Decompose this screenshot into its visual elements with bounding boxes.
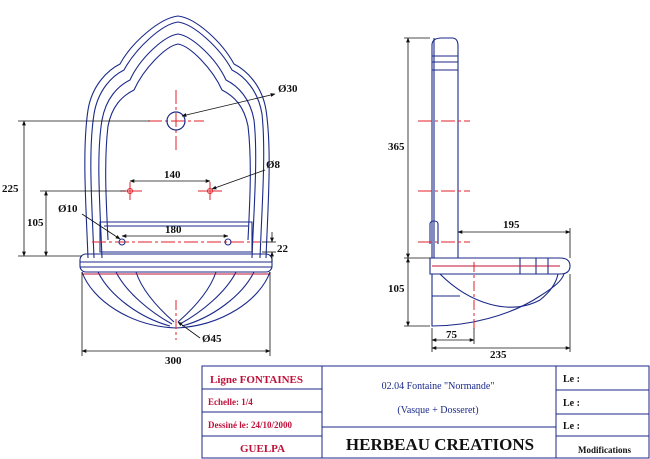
side-view	[429, 37, 571, 327]
label-o45: Ø45	[202, 333, 222, 345]
overflow-hole-right	[224, 238, 232, 246]
dim-195: 195	[503, 219, 520, 231]
splashback-outer-outline	[84, 15, 270, 259]
dim-235: 235	[490, 349, 507, 361]
tb-le-3: Le :	[563, 421, 580, 432]
tb-modifications: Modifications	[578, 445, 631, 455]
tb-line: Ligne FONTAINES	[210, 374, 303, 386]
dim-365: 365	[388, 141, 405, 153]
basin-flute-4	[179, 271, 237, 325]
basin-top-band	[79, 253, 273, 273]
label-o8: Ø8	[266, 159, 281, 171]
tb-drawn: Dessiné le: 24/10/2000	[208, 420, 292, 430]
side-dimensions	[404, 37, 571, 352]
splashback-outline-3	[98, 33, 257, 259]
basin-flute-2	[115, 271, 173, 325]
overflow-tab	[429, 220, 439, 244]
fixing-hole-left	[127, 188, 133, 194]
dim-22: 22	[277, 243, 289, 255]
side-basin-top	[429, 257, 571, 275]
dim-105-side: 105	[388, 283, 405, 295]
label-o10: Ø10	[58, 203, 78, 215]
spout-hole-o30	[166, 111, 186, 131]
basin-flute-1	[97, 271, 171, 327]
dim-140: 140	[164, 169, 181, 181]
title-block	[201, 365, 650, 459]
basin-flute-3	[181, 271, 255, 327]
tb-product: 02.04 Fontaine "Normande"	[382, 381, 495, 392]
splashback-outline-2	[90, 21, 265, 259]
tb-company: HERBEAU CREATIONS	[346, 435, 534, 454]
label-o30: Ø30	[278, 83, 298, 95]
splashback-profile	[431, 37, 459, 258]
tb-scale: Echelle: 1/4	[208, 397, 253, 407]
front-dimensions	[18, 93, 276, 356]
tb-author: GUELPA	[240, 443, 285, 455]
basin-flute-5	[135, 271, 175, 323]
tb-subtitle: (Vasque + Dosseret)	[397, 405, 478, 416]
front-view	[79, 15, 273, 329]
tb-le-1: Le :	[563, 374, 580, 385]
side-centerlines	[418, 120, 475, 330]
side-basin-inner	[439, 273, 559, 308]
fixing-hole-right	[207, 188, 213, 194]
front-centerlines	[92, 90, 260, 340]
tb-le-2: Le :	[563, 398, 580, 409]
dim-75: 75	[446, 329, 458, 341]
basin-flute-6	[177, 271, 217, 323]
side-basin-profile	[431, 273, 565, 327]
dim-225: 225	[2, 183, 19, 195]
dim-300: 300	[165, 355, 182, 367]
dim-180: 180	[165, 224, 182, 236]
dim-105-front: 105	[27, 217, 44, 229]
splashback-outline-4	[105, 43, 251, 241]
overflow-hole-left	[118, 238, 126, 246]
